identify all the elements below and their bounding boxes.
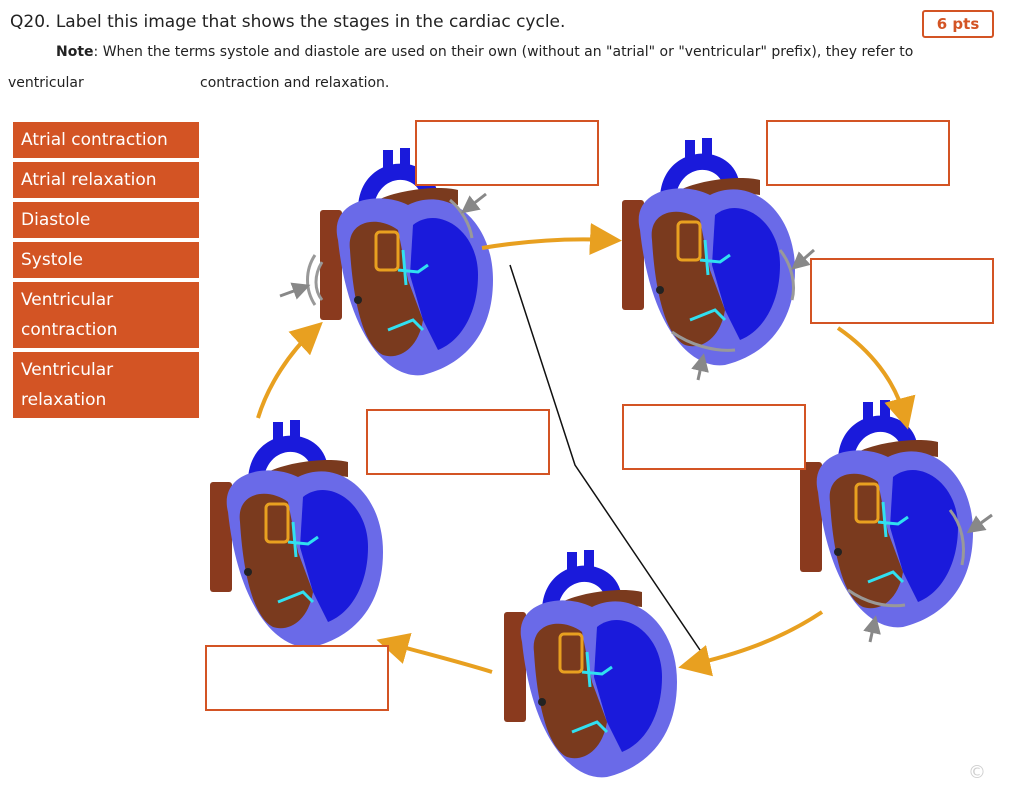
heart-stage-right — [798, 398, 975, 629]
cycle-arrow-5 — [256, 321, 323, 419]
cycle-arrow-2 — [836, 326, 916, 430]
cycle-arrow-1 — [481, 223, 622, 255]
drop-target-6[interactable] — [205, 645, 389, 711]
points-badge: 6 pts — [922, 10, 994, 38]
label-diastole[interactable]: Diastole — [13, 202, 199, 238]
drop-target-1[interactable] — [415, 120, 599, 186]
label-atrial-contraction[interactable]: Atrial contraction — [13, 122, 199, 158]
drop-target-4[interactable] — [622, 404, 806, 470]
copyright-watermark: © — [968, 762, 986, 783]
label-atrial-relaxation[interactable]: Atrial relaxation — [13, 162, 199, 198]
question-note: Note: When the terms systole and diastol… — [56, 44, 913, 60]
drop-target-2[interactable] — [766, 120, 950, 186]
note-word: ventricular — [8, 75, 84, 91]
heart-stage-left — [208, 418, 385, 649]
cycle-arrow-3 — [678, 610, 824, 677]
contraction-marks — [306, 198, 965, 608]
label-bank: Atrial contraction Atrial relaxation Dia… — [13, 122, 199, 422]
label-ventricular-contraction[interactable]: Ventricular contraction — [13, 282, 199, 348]
drop-target-5[interactable] — [366, 409, 550, 475]
heart-stage-bottom — [502, 548, 679, 779]
cycle-arrow-4 — [376, 633, 493, 674]
drop-target-3[interactable] — [810, 258, 994, 324]
question-title: Q20. Label this image that shows the sta… — [10, 12, 566, 32]
note-text: : When the terms systole and diastole ar… — [93, 44, 914, 60]
label-ventricular-relaxation[interactable]: Ventricular relaxation — [13, 352, 199, 418]
pressure-arrows — [279, 192, 993, 643]
note-continuation: contraction and relaxation. — [200, 75, 390, 91]
label-systole[interactable]: Systole — [13, 242, 199, 278]
divider-line — [509, 264, 701, 651]
note-label: Note — [56, 44, 94, 60]
